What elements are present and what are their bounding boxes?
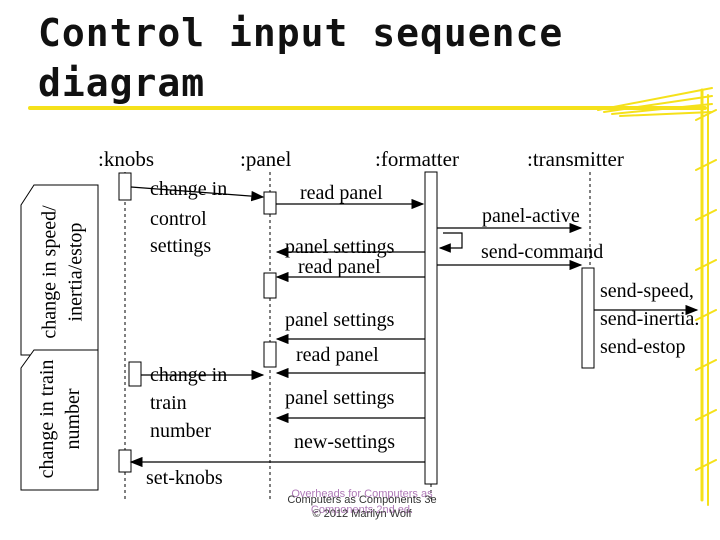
msg-panel-settings-1: panel settings (285, 236, 395, 258)
footer-line-3: Components 2nd ed. (310, 504, 414, 516)
msg-change-control-line3: settings (150, 235, 212, 257)
msg-read-panel-3: read panel (296, 344, 379, 366)
msg-send-speed: send-speed, (600, 280, 694, 302)
msg-send-command: send-command (481, 241, 604, 263)
msg-change-train-line1: change in (150, 364, 228, 386)
side-note-speed: change in speed/ inertia/estop (38, 205, 87, 339)
message-arrows (129, 186, 699, 468)
object-transmitter: :transmitter (527, 147, 624, 171)
msg-change-control-line1: change in (150, 178, 228, 200)
msg-read-panel-1: read panel (300, 182, 383, 204)
object-panel: :panel (240, 147, 292, 171)
msg-change-train-line2: train (150, 392, 187, 414)
footer-line-1: Overheads for Computers as (291, 488, 433, 500)
msg-new-settings: new-settings (294, 431, 396, 453)
msg-change-train-line3: number (150, 420, 212, 442)
side-note-tabs (20, 184, 99, 491)
object-knobs: :knobs (98, 147, 155, 171)
slide-title: Control input sequence diagram (38, 11, 564, 105)
side-note-train: change in train number (36, 359, 84, 479)
footer-line-2: Computers as Components 3e (287, 494, 437, 506)
msg-set-knobs: set-knobs (146, 467, 223, 489)
msg-send-inertia: send-inertia. (600, 308, 700, 330)
msg-read-panel-2: read panel (298, 256, 381, 278)
msg-panel-active: panel-active (482, 205, 580, 227)
footer-credit: Overheads for Computers as Computers as … (272, 488, 452, 521)
msg-change-control-line2: control (150, 208, 207, 230)
activation-boxes (118, 171, 595, 485)
msg-send-estop: send-estop (600, 336, 686, 358)
msg-panel-settings-3: panel settings (285, 387, 395, 409)
object-formatter: :formatter (375, 147, 459, 171)
msg-panel-settings-2: panel settings (285, 309, 395, 331)
footer-line-4: © 2012 Marilyn Wolf (312, 508, 412, 520)
